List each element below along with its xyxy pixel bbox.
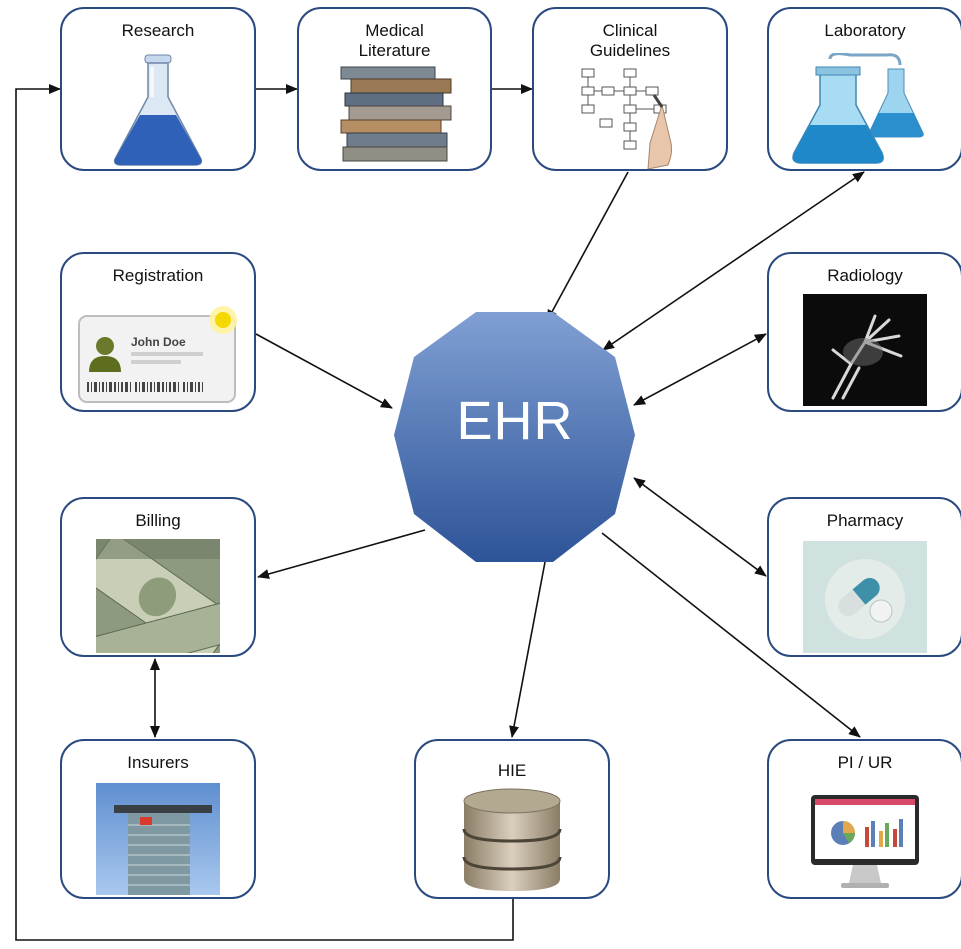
pills-icon: [803, 541, 927, 653]
node-label-billing: Billing: [135, 511, 181, 530]
xray-hand-icon: [803, 294, 927, 406]
node-billing[interactable]: Billing: [60, 497, 256, 657]
arrow-pharmacy-ehr: [633, 477, 767, 577]
flask-icon: [113, 54, 203, 166]
flowchart-icon: [581, 68, 673, 169]
node-label-pharmacy: Pharmacy: [826, 511, 904, 530]
node-literature[interactable]: Medical Literature: [297, 7, 492, 171]
node-hie[interactable]: HIE: [414, 739, 610, 899]
node-label-laboratory: Laboratory: [824, 21, 906, 40]
arrow-registration-ehr: [255, 333, 393, 409]
id-card-icon: John Doe: [78, 306, 237, 403]
database-icon: [462, 788, 562, 891]
office-building-icon: [96, 783, 220, 895]
node-label-hie: HIE: [497, 761, 527, 780]
svg-text:John Doe: John Doe: [131, 335, 186, 349]
node-pharmacy[interactable]: Pharmacy: [767, 497, 961, 657]
card-holder-name: John Doe: [131, 335, 186, 349]
ehr-hub: [394, 312, 635, 562]
arrow-ehr-billing: [257, 529, 426, 579]
monitor-chart-icon: [811, 795, 919, 888]
money-icon: [96, 539, 220, 653]
node-label-insurers: Insurers: [127, 753, 189, 772]
lab-flasks-icon: [792, 53, 924, 164]
node-label-registration: Registration: [112, 266, 204, 285]
arrow-guidelines-ehr: [546, 171, 629, 322]
node-guidelines[interactable]: Clinical Guidelines: [532, 7, 728, 171]
node-piur[interactable]: PI / UR: [767, 739, 961, 899]
node-label-piur: PI / UR: [837, 753, 893, 772]
node-label-radiology: Radiology: [827, 266, 903, 285]
arrow-laboratory-ehr: [602, 171, 865, 351]
node-radiology[interactable]: Radiology: [767, 252, 961, 412]
node-registration[interactable]: Registration John Doe: [60, 252, 256, 412]
ehr-label: EHR: [456, 391, 574, 451]
books-icon: [340, 66, 451, 162]
arrow-ehr-piur: [601, 532, 861, 738]
node-label-guidelines: Clinical Guidelines: [589, 21, 671, 61]
arrow-radiology-ehr: [633, 333, 767, 406]
node-laboratory[interactable]: Laboratory: [767, 7, 961, 171]
node-insurers[interactable]: Insurers: [60, 739, 256, 899]
node-research[interactable]: Research: [60, 7, 256, 171]
node-label-research: Research: [121, 21, 195, 40]
arrow-ehr-hie: [509, 561, 546, 738]
node-label-literature: Medical Literature: [358, 21, 431, 61]
